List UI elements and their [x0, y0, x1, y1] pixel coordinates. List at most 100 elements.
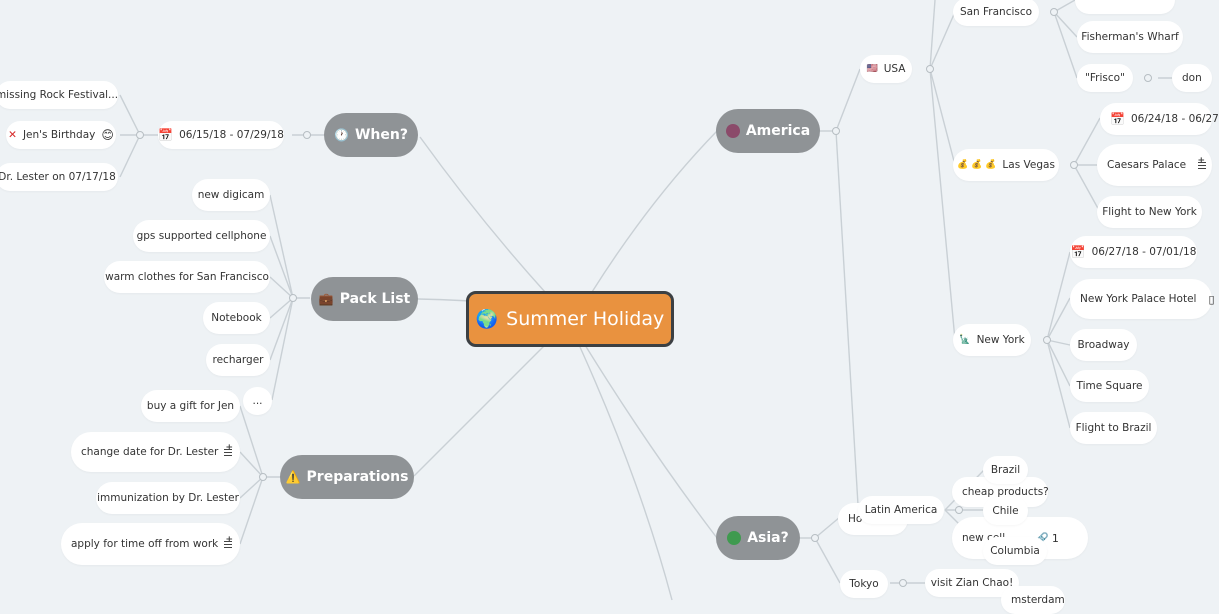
node-connector[interactable] [1144, 74, 1152, 82]
date-range-node[interactable]: 📅 06/15/18 - 07/29/18 [158, 121, 284, 149]
node-label: Jen's Birthday [22, 129, 96, 141]
node-label: warm clothes for San Francisco [105, 271, 269, 283]
node-connector[interactable] [259, 473, 267, 481]
subtopic-node[interactable]: 📅 06/24/18 - 06/27 [1100, 103, 1219, 135]
subtopic-node[interactable]: "Frisco" [1077, 64, 1133, 92]
subtopic-node[interactable]: Chile [983, 497, 1028, 525]
subtopic-node[interactable]: new digicam [192, 179, 270, 211]
subtopic-node[interactable]: Notebook [203, 302, 270, 334]
subtopic-node[interactable]: warm clothes for San Francisco [104, 261, 270, 293]
subtopic-node[interactable]: don [1172, 64, 1212, 92]
node-label: gps supported cellphone [136, 230, 267, 242]
topic-label: America [745, 123, 811, 139]
node-label: New York Palace Hotel [1080, 293, 1197, 305]
subtopic-node[interactable]: Caesars Palace [1097, 144, 1212, 186]
node-label: Broadway [1077, 339, 1130, 351]
briefcase-icon: 💼 [318, 292, 334, 306]
topic-when[interactable]: 🕐 When? [324, 113, 418, 157]
calendar-icon: 📅 [158, 128, 174, 142]
node-label: buy a gift for Jen [146, 400, 235, 412]
subtopic-node[interactable]: ✕ Jen's Birthday 😊 [6, 121, 116, 149]
node-label: Notebook [211, 312, 262, 324]
smiley-icon: 😊 [101, 128, 114, 142]
topic-preparations[interactable]: ⚠️ Preparations [280, 455, 414, 499]
subtopic-node[interactable]: 💰 💰 💰 Las Vegas [953, 149, 1059, 181]
subtopic-node[interactable]: 🗽 New York [953, 324, 1031, 356]
node-connector[interactable] [811, 534, 819, 542]
document-icon: ▯ [1208, 292, 1215, 306]
note-icon [224, 535, 233, 549]
node-label: Fisherman's Wharf [1081, 31, 1179, 43]
subtopic-node[interactable]: recharger [206, 344, 270, 376]
node-label: ... [252, 395, 263, 407]
topic-label: Asia? [747, 530, 789, 546]
node-label: Chile [992, 505, 1019, 517]
money-bag-icon: 💰 💰 💰 [957, 160, 997, 170]
subtopic-node[interactable]: apply for time off from work [61, 523, 240, 565]
node-label: recharger [212, 354, 264, 366]
subtopic-node[interactable]: San Francisco [953, 0, 1039, 26]
node-connector[interactable] [136, 131, 144, 139]
node-label: 06/27/18 - 07/01/18 [1091, 246, 1197, 258]
statue-of-liberty-icon: 🗽 [959, 335, 971, 345]
subtopic-node[interactable]: Columbia [983, 537, 1047, 565]
subtopic-node[interactable]: Tokyo [840, 570, 888, 598]
node-label: Tokyo [849, 578, 879, 590]
node-label: Brazil [990, 464, 1021, 476]
calendar-icon: 📅 [1070, 245, 1086, 259]
subtopic-node[interactable]: Time Square [1070, 370, 1149, 402]
clock-icon: 🕐 [334, 128, 349, 142]
subtopic-node[interactable]: ... [243, 387, 272, 415]
node-connector[interactable] [955, 506, 963, 514]
warning-icon: ⚠️ [285, 470, 301, 484]
note-icon [1197, 156, 1206, 170]
topic-label: When? [354, 127, 408, 143]
node-connector[interactable] [832, 127, 840, 135]
node-label: don [1182, 72, 1202, 84]
node-label: new digicam [197, 189, 265, 201]
subtopic-node[interactable]: New York Palace Hotel ▯ [1070, 279, 1215, 319]
subtopic-node[interactable]: Broadway [1070, 329, 1137, 361]
topic-america[interactable]: America [716, 109, 820, 153]
node-connector[interactable] [289, 294, 297, 302]
subtopic-node[interactable]: 📅 06/27/18 - 07/01/18 [1070, 236, 1197, 268]
node-connector[interactable] [899, 579, 907, 587]
node-connector[interactable] [1070, 161, 1078, 169]
subtopic-node[interactable]: Fisherman's Wharf [1077, 21, 1183, 53]
subtopic-node[interactable]: change date for Dr. Lester [71, 432, 240, 472]
subtopic-node[interactable]: Flight to New York [1097, 196, 1202, 228]
subtopic-node[interactable]: Flight to Brazil [1070, 412, 1157, 444]
subtopic-node[interactable] [1075, 0, 1175, 14]
subtopic-node[interactable]: gps supported cellphone [133, 220, 270, 252]
node-connector[interactable] [1043, 336, 1051, 344]
node-connector[interactable] [1050, 8, 1058, 16]
node-label: change date for Dr. Lester [81, 446, 219, 458]
subtopic-node[interactable]: 🇺🇸 USA [860, 55, 912, 83]
root-topic-label: Summer Holiday [506, 308, 665, 330]
node-label: apply for time off from work [71, 538, 219, 550]
subtopic-node[interactable]: Latin America [858, 496, 944, 524]
subtopic-node[interactable]: Dr. Lester on 07/17/18 [0, 163, 118, 191]
node-label: immunization by Dr. Lester [97, 492, 239, 504]
topic-pack-list[interactable]: 💼 Pack List [311, 277, 418, 321]
calendar-icon: 📅 [1110, 112, 1125, 126]
subtopic-node[interactable]: msterdam [1001, 586, 1065, 614]
subtopic-node[interactable]: visit Zian Chao! [925, 569, 1019, 597]
node-connector[interactable] [303, 131, 311, 139]
connection-lines [119, 0, 1180, 601]
mindmap-canvas: 🌍 Summer Holiday 🕐 When? 📅 06/15/18 - 07… [0, 0, 1200, 600]
node-connector[interactable] [926, 65, 934, 73]
node-label: Flight to Brazil [1075, 422, 1152, 434]
subtopic-node[interactable]: buy a gift for Jen [141, 390, 240, 422]
root-topic[interactable]: 🌍 Summer Holiday [466, 291, 674, 347]
subtopic-node[interactable]: immunization by Dr. Lester [96, 482, 240, 514]
node-label: Time Square [1076, 380, 1143, 392]
subtopic-node[interactable]: Brazil [983, 456, 1028, 484]
node-label: New York [976, 334, 1025, 346]
node-label: Caesars Palace [1107, 159, 1187, 171]
node-label: visit Zian Chao! [930, 577, 1014, 589]
subtopic-node[interactable]: missing Rock Festival... [0, 81, 118, 109]
node-label: Latin America [864, 504, 938, 516]
link-count: 1 [1051, 531, 1059, 545]
topic-asia[interactable]: Asia? [716, 516, 800, 560]
